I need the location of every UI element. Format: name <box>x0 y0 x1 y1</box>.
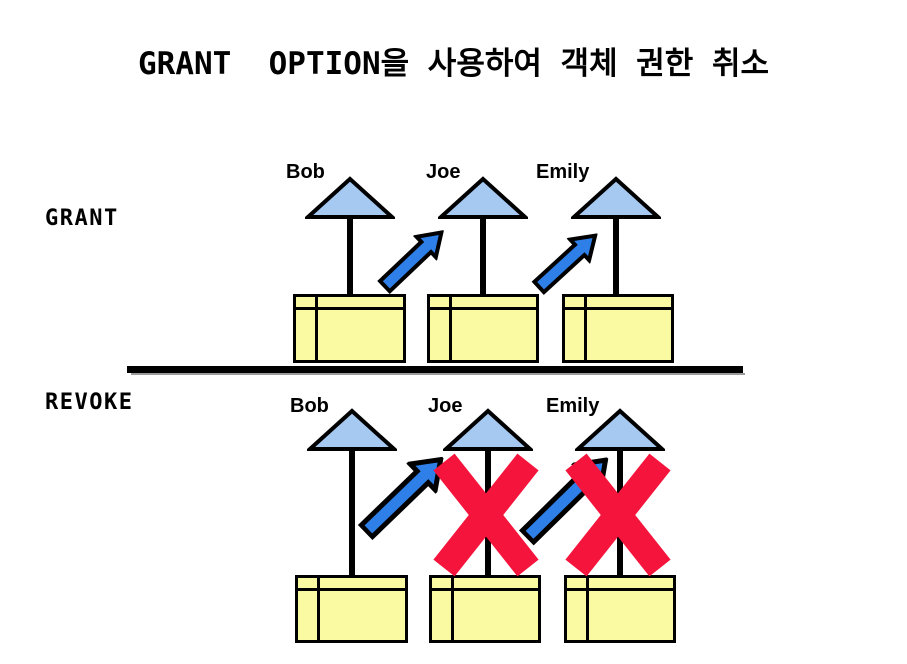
grant-arrow-icon <box>377 230 445 295</box>
grant-arrow-icon <box>531 233 598 295</box>
privilege-table-icon <box>429 575 541 643</box>
grant-section-label: GRANT <box>45 206 119 231</box>
revoke-x-icon <box>433 453 539 577</box>
table-column-line <box>586 577 589 641</box>
privilege-table-icon <box>562 294 674 363</box>
table-header-line <box>566 588 674 591</box>
person-pole <box>347 218 353 296</box>
person-triangle-icon <box>443 408 533 451</box>
page-title: GRANT OPTION을 사용하여 객체 권한 취소 <box>138 46 769 82</box>
actor-name-joe: Joe <box>426 161 461 183</box>
person-triangle-icon <box>575 408 665 451</box>
section-divider-shadow <box>131 373 745 375</box>
revoke-x-icon <box>565 453 671 577</box>
privilege-table-icon <box>293 294 406 363</box>
actor-name-emily: Emily <box>536 161 590 183</box>
privilege-table-icon <box>564 575 676 643</box>
person-triangle-icon <box>307 408 397 451</box>
table-column-line <box>449 296 452 361</box>
revoke-section-label: REVOKE <box>45 390 134 415</box>
person-triangle-icon <box>305 176 395 219</box>
actor-name-emily: Emily <box>546 395 600 417</box>
actor-name-bob: Bob <box>290 395 329 417</box>
person-triangle-icon <box>438 176 528 219</box>
privilege-table-icon <box>427 294 539 363</box>
table-header-line <box>564 307 672 310</box>
section-divider <box>127 366 743 373</box>
table-column-line <box>584 296 587 361</box>
table-header-line <box>431 588 539 591</box>
actor-name-bob: Bob <box>286 161 325 183</box>
person-pole <box>480 218 486 296</box>
privilege-table-icon <box>295 575 408 643</box>
person-pole <box>349 450 355 577</box>
person-pole <box>613 218 619 296</box>
table-column-line <box>315 296 318 361</box>
table-column-line <box>317 577 320 641</box>
table-header-line <box>295 307 404 310</box>
person-triangle-icon <box>571 176 661 219</box>
table-column-line <box>451 577 454 641</box>
table-header-line <box>429 307 537 310</box>
table-header-line <box>297 588 406 591</box>
actor-name-joe: Joe <box>428 395 463 417</box>
